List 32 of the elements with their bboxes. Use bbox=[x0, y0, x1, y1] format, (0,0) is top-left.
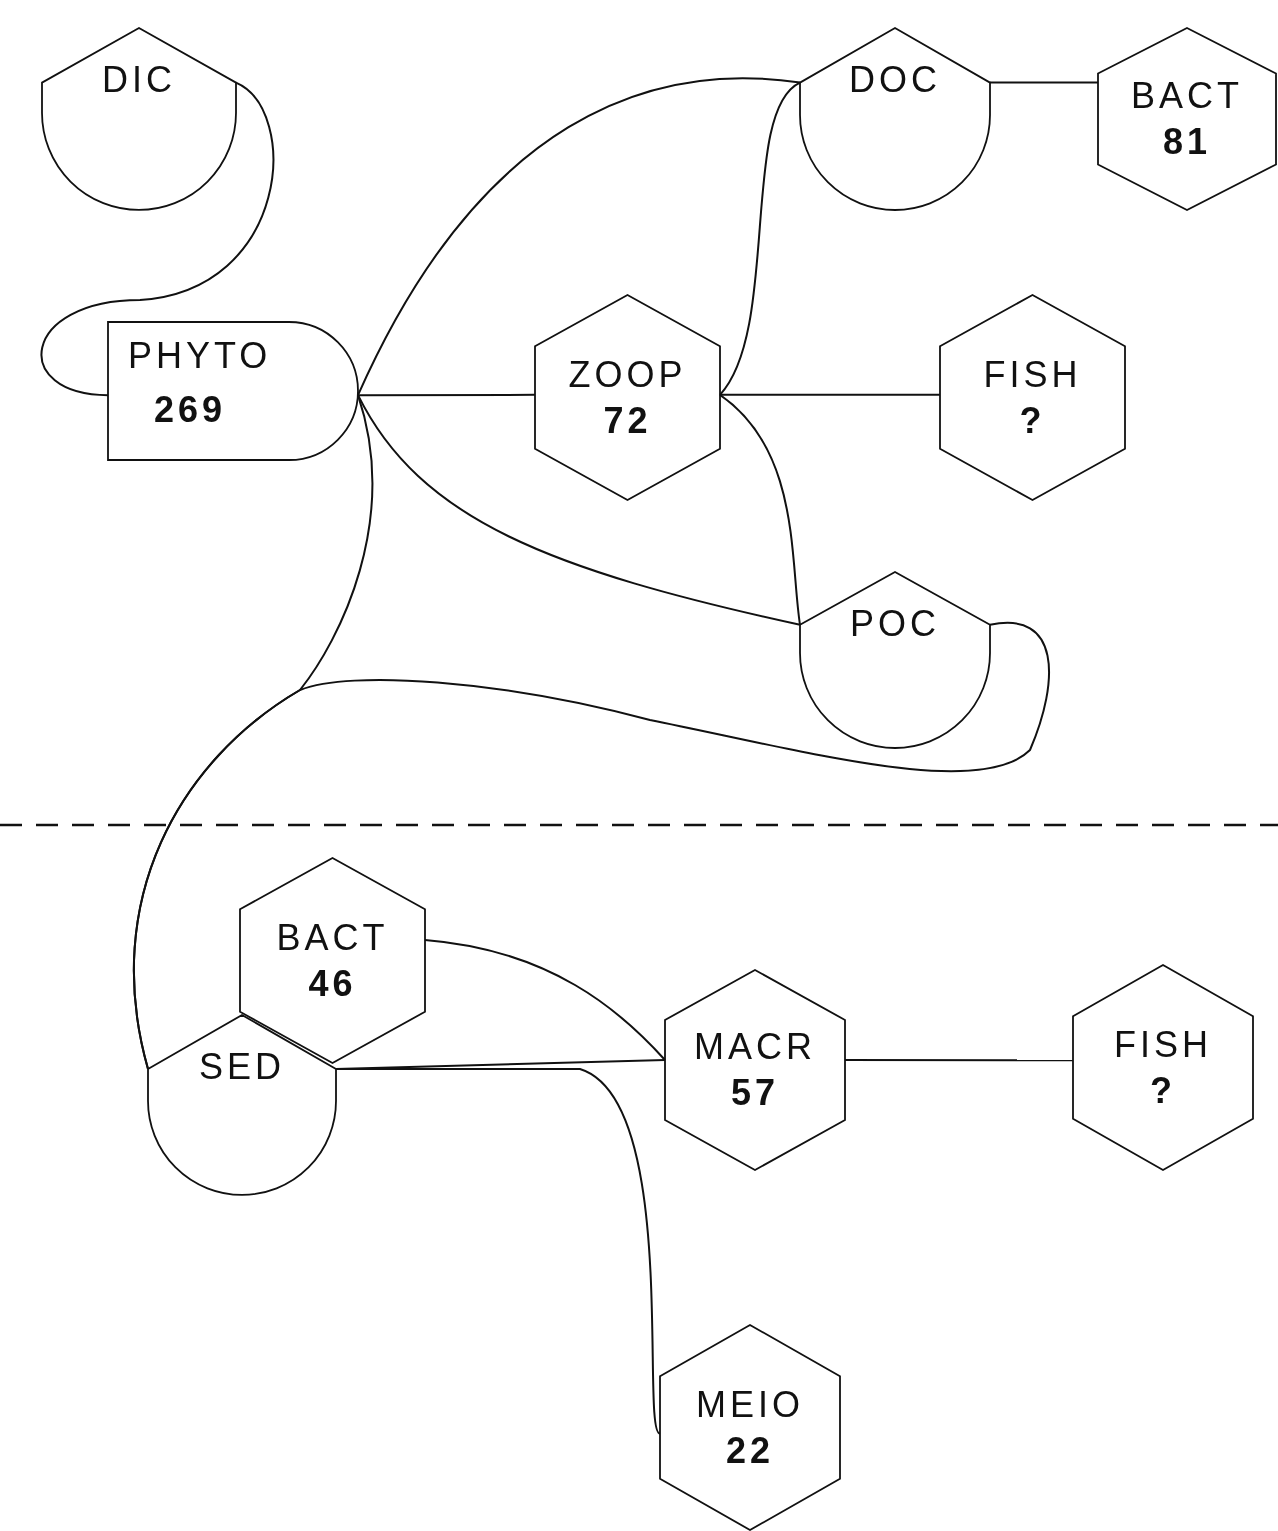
flow-line bbox=[424, 939, 666, 1061]
flow-line bbox=[40, 81, 274, 397]
compartment-value: 72 bbox=[603, 400, 652, 441]
flow-line bbox=[719, 393, 801, 626]
flow-line bbox=[719, 81, 801, 396]
compartment-value: 269 bbox=[153, 389, 227, 430]
flow-line bbox=[335, 1068, 661, 1435]
compartment-value: ? bbox=[1019, 400, 1046, 441]
compartment-value: 46 bbox=[308, 963, 357, 1004]
compartment-name: POC bbox=[850, 604, 940, 644]
compartment-value: 22 bbox=[725, 1430, 774, 1471]
compartment-name: FISH bbox=[983, 354, 1082, 395]
compartment-name: ZOOP bbox=[568, 354, 687, 395]
compartment-name: BACT bbox=[1131, 76, 1243, 116]
flow-line bbox=[357, 393, 536, 397]
compartment-value: 57 bbox=[730, 1073, 779, 1113]
compartment-value: ? bbox=[1150, 1070, 1176, 1111]
flow-line bbox=[844, 1059, 1074, 1062]
compartment-name: BACT bbox=[276, 917, 389, 958]
flow-line bbox=[357, 394, 801, 626]
compartment-name: MEIO bbox=[696, 1384, 804, 1425]
compartment-name: DOC bbox=[849, 60, 941, 100]
compartment-name: SED bbox=[199, 1047, 285, 1087]
compartment-name: DIC bbox=[102, 60, 176, 100]
compartment-name: PHYTO bbox=[128, 336, 272, 376]
compartment-name: FISH bbox=[1114, 1024, 1212, 1065]
flow-line bbox=[719, 393, 941, 396]
compartment-value: 81 bbox=[1162, 122, 1211, 162]
flow-line bbox=[133, 621, 1050, 1070]
compartment-name: MACR bbox=[694, 1027, 816, 1067]
flow-line bbox=[989, 81, 1099, 84]
flow-line bbox=[357, 77, 801, 397]
